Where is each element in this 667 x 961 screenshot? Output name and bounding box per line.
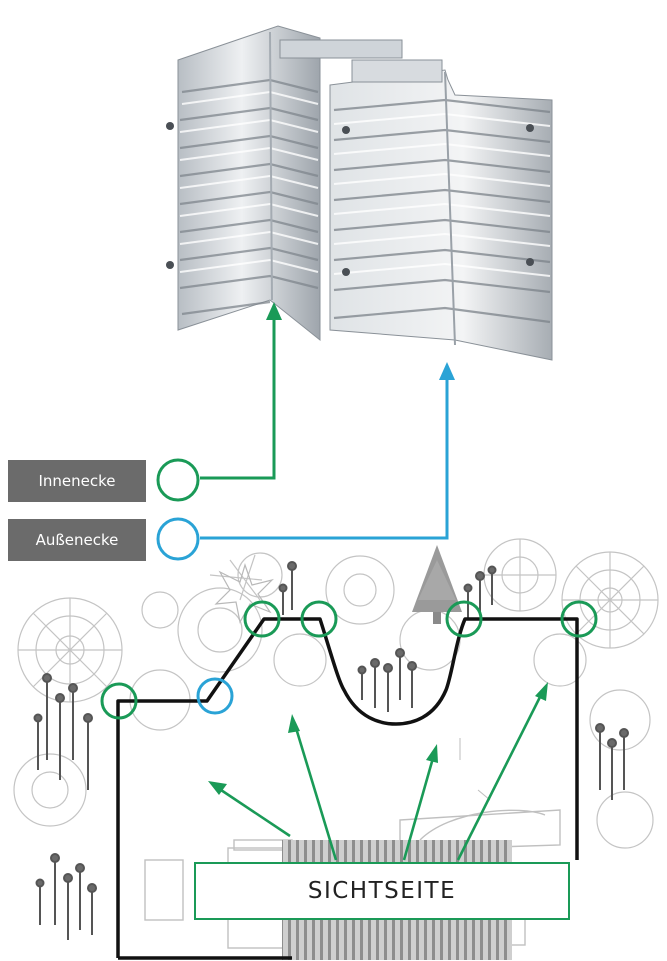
flower-stems [33,561,629,940]
visible-side-label: SICHTSEITE [194,862,570,920]
outer-corner-connector [200,378,449,540]
plan-annotations [459,738,491,801]
garden-bed-outline [116,617,579,960]
inner-corner-label: Innenecke [8,460,146,502]
garden-plants-illustration [13,538,659,849]
inner-corner-arrow-head [266,302,282,320]
inner-corner-markers [100,600,598,720]
inner-corner-legend-circle [156,458,200,502]
visible-side-arrows [217,694,543,861]
tree-icon [412,545,462,624]
outer-corner-marker [196,677,234,715]
inner-corner-connector [200,318,276,480]
outer-corner-legend-circle [156,517,200,561]
outer-corner-label: Außenecke [8,519,146,561]
outer-corner-arrow-head [439,362,455,380]
visible-side-arrow-heads [208,682,548,795]
metal-corner-piece [166,25,553,361]
